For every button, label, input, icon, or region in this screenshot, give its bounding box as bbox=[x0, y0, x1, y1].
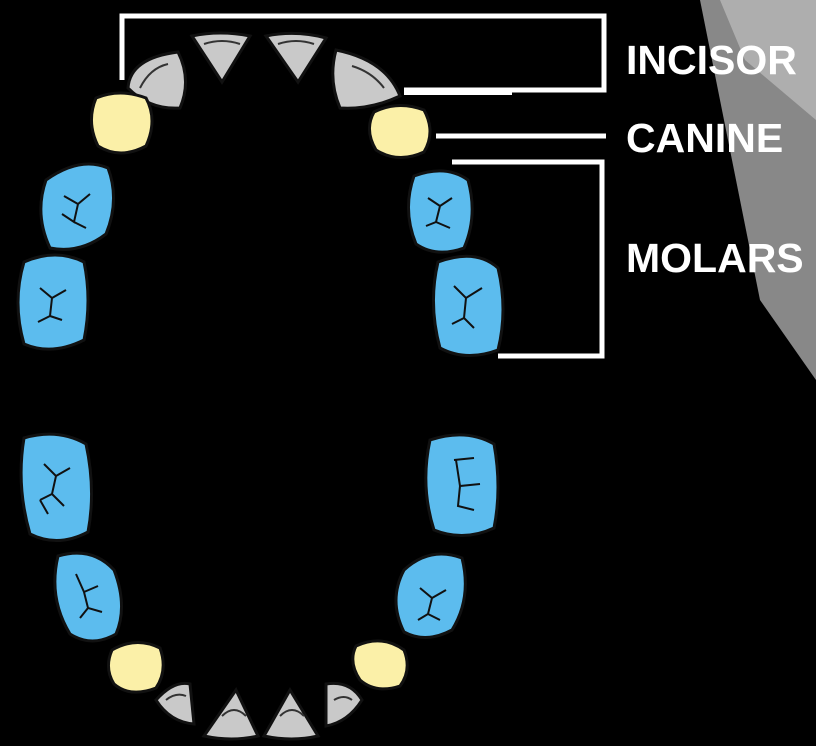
lower-incisor-2 bbox=[204, 690, 258, 739]
upper-incisor-4 bbox=[333, 50, 400, 108]
upper-molar-left-1 bbox=[41, 164, 114, 249]
upper-canine-right bbox=[369, 105, 430, 157]
lower-molar-right-1 bbox=[426, 435, 498, 536]
lower-incisor-3 bbox=[264, 690, 318, 739]
lower-incisor-4 bbox=[326, 683, 362, 726]
upper-incisor-2 bbox=[192, 33, 250, 82]
incisor-label: INCISOR bbox=[626, 40, 797, 81]
upper-molar-right-2 bbox=[433, 256, 503, 355]
lower-incisor-1 bbox=[156, 683, 194, 724]
lower-canine-right bbox=[353, 641, 407, 689]
upper-molar-left-2 bbox=[18, 255, 88, 349]
lower-molar-left-2 bbox=[55, 553, 122, 641]
upper-incisor-3 bbox=[266, 33, 326, 82]
upper-molar-right-1 bbox=[408, 171, 472, 252]
molars-label: MOLARS bbox=[626, 238, 804, 279]
lower-canine-left bbox=[108, 642, 163, 692]
lower-molar-left-1 bbox=[21, 434, 91, 540]
lower-molar-right-2 bbox=[396, 554, 465, 638]
canine-label: CANINE bbox=[626, 118, 783, 159]
upper-canine-left bbox=[91, 93, 152, 153]
